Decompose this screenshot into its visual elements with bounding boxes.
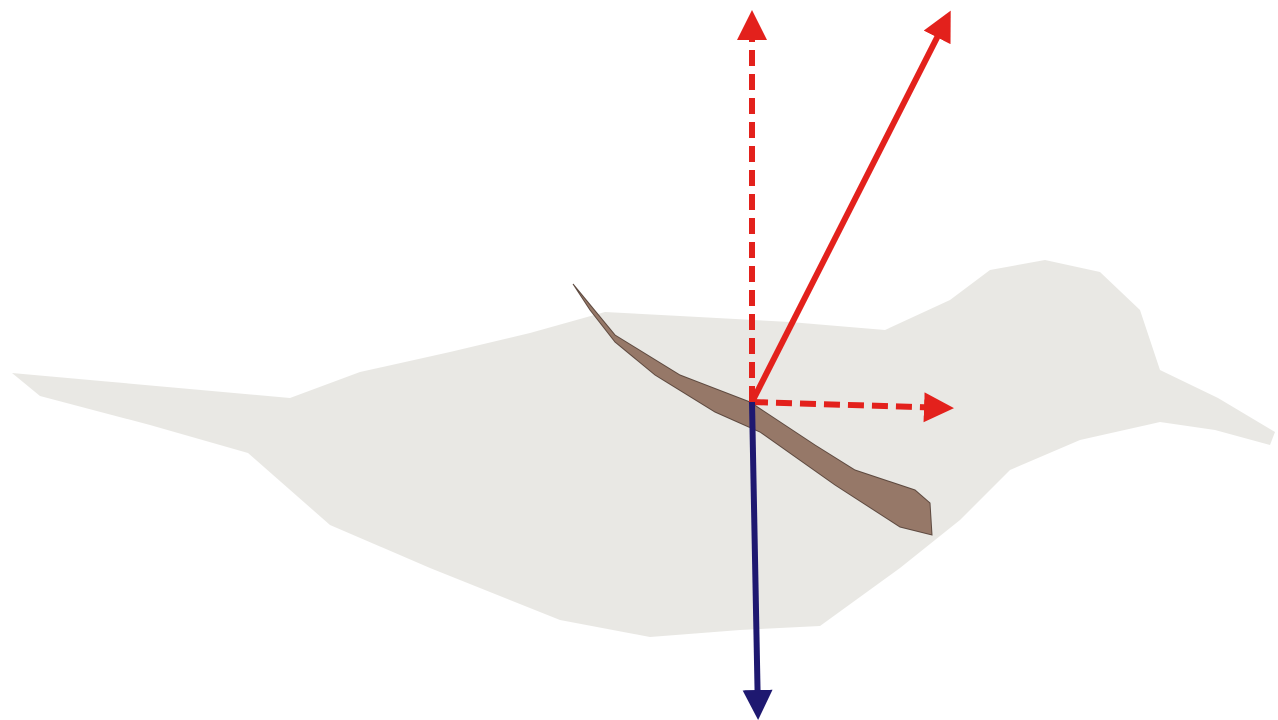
weight-arrow: [742, 401, 773, 720]
bird-body-silhouette: [12, 260, 1275, 637]
resultant-force-arrow: [749, 10, 951, 404]
horizontal-thrust-component-arrow: [751, 392, 954, 423]
